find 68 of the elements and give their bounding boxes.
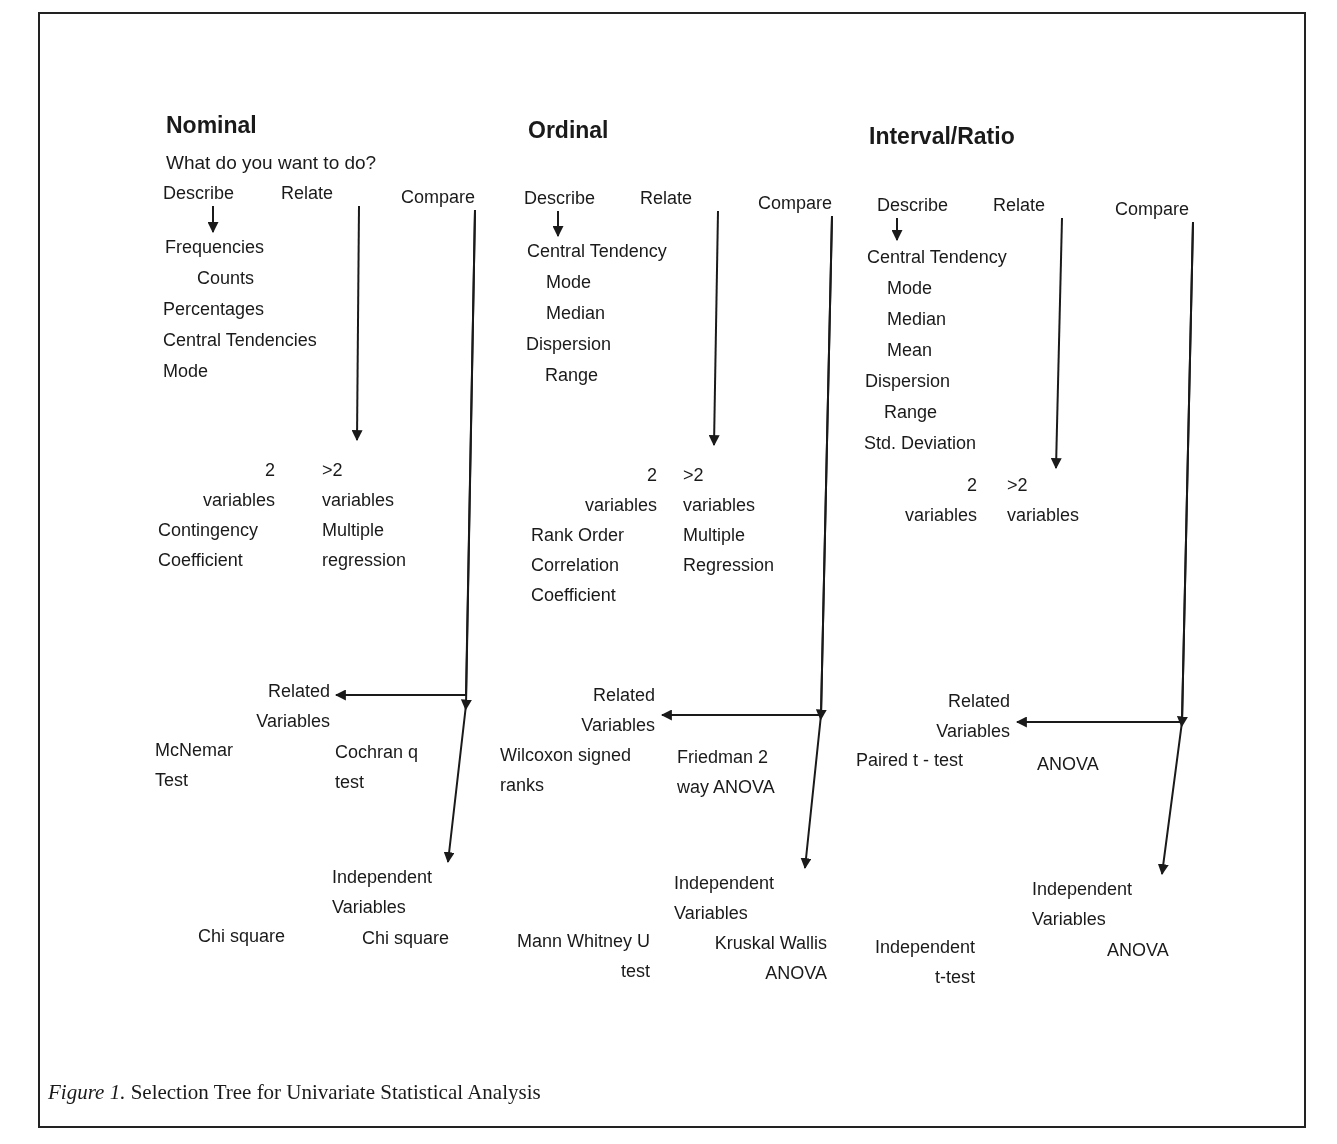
choice-label: Relate <box>993 192 1065 218</box>
test-label: Cochran q test <box>335 741 420 794</box>
test-label: McNemar Test <box>155 739 233 792</box>
method-label: >2 variables <box>1007 474 1080 527</box>
measure-label: Range <box>545 364 600 387</box>
measure-label: Median <box>546 302 607 325</box>
arrow <box>800 215 833 869</box>
measure-label: Frequencies <box>165 236 266 259</box>
group-heading: Related Variables <box>580 684 655 737</box>
method-label: Multiple Regression <box>683 524 776 577</box>
question-text: What do you want to do? <box>166 151 377 175</box>
test-label: Friedman 2 way ANOVA <box>677 746 776 799</box>
method-label: Rank Order Correlation Coefficient <box>531 524 626 607</box>
arrow <box>552 210 564 238</box>
level-heading: Ordinal <box>528 116 609 145</box>
arrow <box>708 210 720 447</box>
choice-label: Compare <box>758 190 848 216</box>
measure-label: Mean <box>887 339 934 362</box>
arrow <box>444 209 476 863</box>
method-label: >2 variables <box>322 459 395 512</box>
choice-label: Describe <box>877 192 967 218</box>
measure-label: Percentages <box>163 298 266 321</box>
choice-label: Describe <box>163 180 253 206</box>
arrow <box>1050 217 1063 470</box>
measure-label: Std. Deviation <box>864 432 978 455</box>
test-label: Wilcoxon signed ranks <box>500 744 633 797</box>
measure-label: Central Tendency <box>527 240 668 263</box>
measure-label: Dispersion <box>526 333 613 356</box>
group-heading: Related Variables <box>255 680 330 733</box>
measure-label: Central Tendencies <box>163 329 318 352</box>
method-label: 2 variables <box>905 474 978 527</box>
measure-label: Median <box>887 308 948 331</box>
test-label: ANOVA <box>1037 753 1099 776</box>
method-label: 2 variables <box>203 459 276 512</box>
choice-label: Relate <box>640 185 720 211</box>
choice-label: Compare <box>401 184 491 210</box>
arrow <box>891 217 903 242</box>
measure-label: Mode <box>163 360 210 383</box>
group-heading: Related Variables <box>935 690 1010 743</box>
test-label: Paired t - test <box>856 749 964 772</box>
method-label: Contingency Coefficient <box>158 519 260 572</box>
test-label: Kruskal Wallis ANOVA <box>713 932 827 985</box>
measure-label: Mode <box>887 277 934 300</box>
group-heading: Independent Variables <box>674 872 776 925</box>
measure-label: Mode <box>546 271 593 294</box>
measure-label: Range <box>884 401 939 424</box>
choice-label: Describe <box>524 185 614 211</box>
choice-label: Relate <box>281 180 361 206</box>
method-label: >2 variables <box>683 464 756 517</box>
test-label: Chi square <box>198 925 286 948</box>
method-label: 2 variables <box>585 464 658 517</box>
method-label: Multiple regression <box>322 519 408 572</box>
measure-label: Counts <box>197 267 256 290</box>
test-label: Chi square <box>362 927 450 950</box>
choice-label: Compare <box>1115 196 1205 222</box>
level-heading: Nominal <box>166 111 257 140</box>
group-heading: Independent Variables <box>332 866 434 919</box>
test-label: ANOVA <box>1107 939 1169 962</box>
measure-label: Dispersion <box>865 370 952 393</box>
group-heading: Independent Variables <box>1032 878 1134 931</box>
measure-label: Central Tendency <box>867 246 1008 269</box>
arrow <box>351 205 363 442</box>
level-heading: Interval/Ratio <box>869 122 1015 151</box>
figure-caption: Figure 1. Selection Tree for Univariate Statistical Analysis <box>48 1080 541 1105</box>
test-label: Independent t-test <box>875 936 976 989</box>
arrow <box>207 205 219 234</box>
arrow <box>1158 221 1194 875</box>
test-label: Mann Whitney U test <box>515 930 650 983</box>
